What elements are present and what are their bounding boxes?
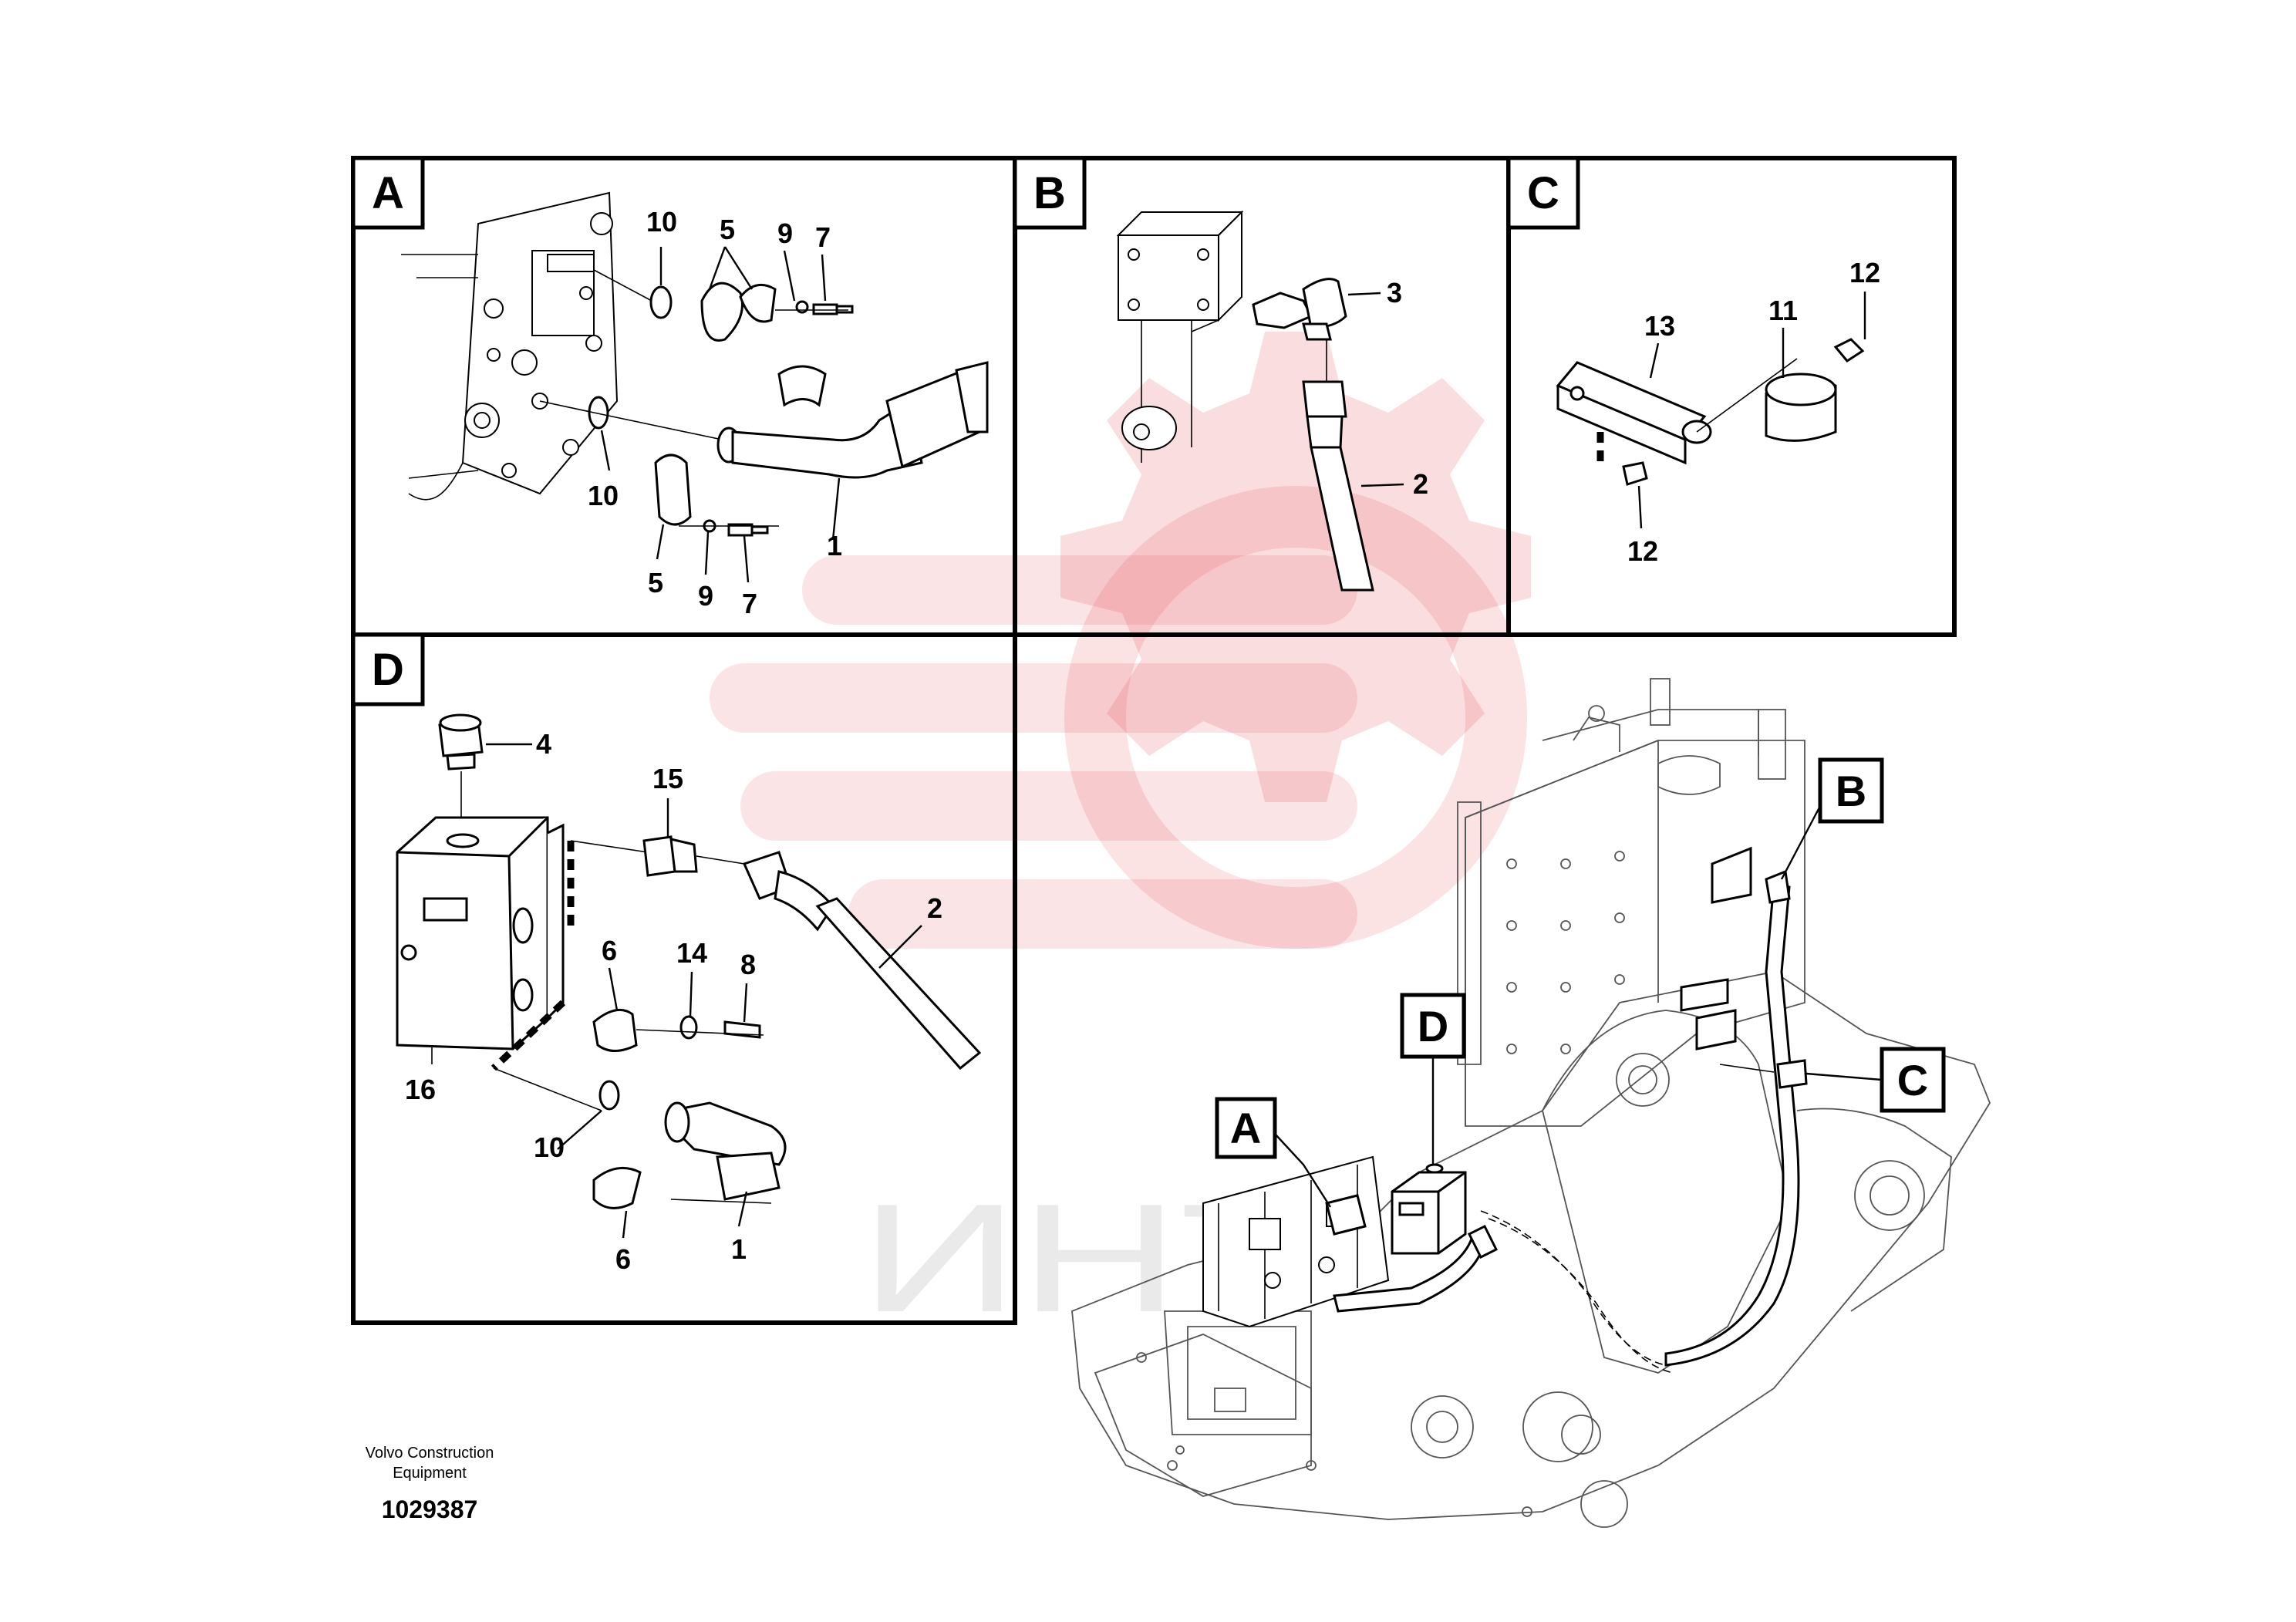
split-flange-lower (654, 454, 692, 526)
lower-parts-d (592, 1008, 787, 1209)
panel-c: C 12 13 11 12 (1506, 156, 1957, 637)
footer-company-line1: Volvo Construction (366, 1445, 494, 1462)
adapter-15 (642, 835, 745, 877)
callout-a-1: 1 (827, 530, 842, 561)
overview-tag-b-label: B (1836, 767, 1866, 815)
washer-14 (679, 1015, 698, 1040)
panel-a-leaders (600, 246, 841, 583)
dash-lower (491, 1000, 566, 1071)
panel-d-leaders (486, 743, 922, 1239)
half-flange-6-lower (592, 1166, 642, 1209)
callout-d-6-upper: 6 (602, 935, 617, 966)
split-flange-upper-b (739, 283, 777, 323)
callout-a-10-lower: 10 (588, 480, 619, 511)
o-ring-10 (598, 1080, 620, 1111)
footer: Volvo Construction Equipment 1029387 (366, 1445, 494, 1523)
overview-tag-b: B (1780, 757, 1884, 880)
callout-b-2: 2 (1413, 468, 1428, 500)
overview-control-valve (1202, 1155, 1390, 1328)
overview-tag-c-label: C (1897, 1056, 1928, 1104)
callout-d-6-lower: 6 (615, 1243, 631, 1275)
overview-hoses (1333, 846, 1808, 1374)
callout-b-3: 3 (1387, 277, 1402, 309)
panel-d-label-box (351, 632, 425, 706)
overview-tag-a: A (1215, 1097, 1332, 1208)
callout-d-14: 14 (676, 937, 707, 969)
overview-tag-d: D (1400, 993, 1466, 1165)
callout-d-4: 4 (536, 728, 551, 760)
panel-d-frame (351, 632, 1017, 1325)
bracket-13 (1556, 361, 1707, 465)
bolt-12-upper (1833, 338, 1865, 363)
watermark-gear-stripes (710, 555, 1357, 949)
callout-d-8: 8 (740, 949, 756, 980)
callout-c-12-lower: 12 (1627, 535, 1658, 567)
panel-b-leaders (1347, 292, 1404, 487)
callout-a-5-lower: 5 (648, 567, 663, 599)
panel-c-leaders (1637, 292, 1866, 529)
hose-2-panel-b (1302, 339, 1374, 592)
overview-tag-c: C (1805, 1047, 1946, 1113)
callout-a-5-upper: 5 (720, 214, 735, 245)
panel-d-label: D (372, 645, 404, 695)
lower-flange-parts (539, 396, 779, 537)
o-ring-lower (588, 396, 609, 430)
overview-block-d (1391, 1163, 1467, 1255)
panel-a-label-box (351, 156, 425, 230)
callout-c-12-upper: 12 (1849, 257, 1880, 288)
bolt-upper (812, 303, 854, 315)
callout-a-9-lower: 9 (698, 580, 713, 612)
half-flange-6-upper (592, 1008, 638, 1052)
clamp-11-top (1765, 373, 1837, 406)
washer-upper (795, 300, 809, 314)
footer-company-line2: Equipment (393, 1465, 467, 1482)
panel-c-frame (1506, 156, 1957, 637)
callout-a-10-upper: 10 (646, 206, 677, 238)
panel-d: D (351, 632, 1017, 1325)
callout-d-16: 16 (405, 1074, 436, 1105)
panel-c-label-box (1506, 156, 1580, 230)
bracket-sketch (1116, 210, 1244, 463)
panel-b-label: B (1033, 168, 1066, 218)
control-valve-sketch (401, 191, 619, 501)
callout-d-1: 1 (731, 1233, 747, 1265)
bolt-12-lower (1622, 461, 1648, 486)
callout-c-13: 13 (1644, 310, 1675, 342)
overview-tag-a-label: A (1230, 1104, 1261, 1152)
elbow-fitting-3 (1252, 278, 1347, 341)
bolt-lower (727, 523, 769, 537)
hose-2-panel-d (742, 851, 982, 1071)
nameplate (423, 897, 468, 922)
split-flange-loose (777, 365, 827, 407)
panel-b-label-box (1013, 156, 1087, 230)
pipe-1 (716, 361, 989, 479)
upper-flange-parts (593, 269, 854, 342)
tower-bolts (1136, 851, 1625, 1517)
split-flange-upper-a (700, 282, 743, 342)
callout-c-11: 11 (1768, 295, 1798, 326)
plug-4 (438, 713, 484, 833)
drawing-number: 1029387 (382, 1496, 478, 1523)
callout-a-7-upper: 7 (815, 221, 831, 253)
callout-a-7-lower: 7 (742, 588, 757, 619)
watermark-gear-logo (1060, 332, 1531, 802)
machine-overview: A B C D (1071, 678, 1991, 1528)
panel-b: B 3 2 (1013, 156, 1511, 637)
panel-c-label: C (1527, 168, 1559, 218)
callout-d-2: 2 (927, 892, 942, 924)
callout-d-10: 10 (534, 1131, 565, 1163)
panel-a-label: A (372, 168, 404, 218)
o-ring-upper (649, 285, 673, 319)
callout-d-15: 15 (652, 763, 683, 794)
overview-tag-d-label: D (1418, 1002, 1448, 1050)
watermark-ring (1064, 486, 1527, 949)
valve-block-16 (396, 816, 565, 1064)
callout-a-9-upper: 9 (777, 218, 793, 249)
